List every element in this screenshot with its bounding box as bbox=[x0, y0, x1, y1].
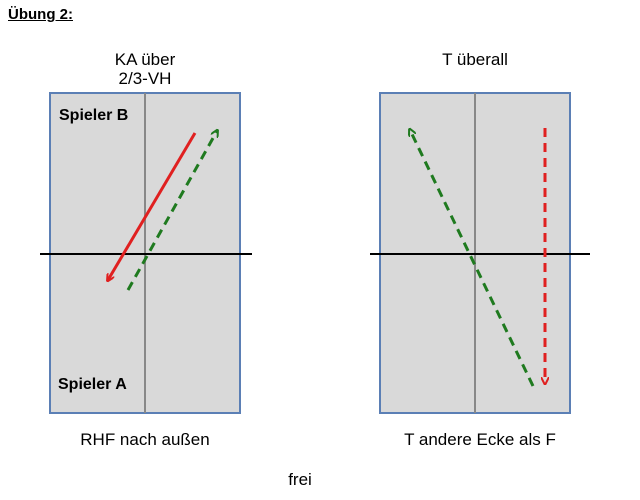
left-title-line1: KA über bbox=[114, 50, 176, 69]
exercise-heading: Übung 2: bbox=[8, 6, 73, 23]
left-table bbox=[40, 92, 252, 414]
left-panel-title: KA über 2/3-VH bbox=[95, 50, 195, 88]
left-title-line2: 2/3-VH bbox=[118, 69, 172, 88]
right-panel-caption: T andere Ecke als F bbox=[404, 430, 556, 449]
player-b-label: Spieler B bbox=[59, 107, 129, 124]
left-panel-caption: RHF nach außen bbox=[80, 430, 210, 449]
right-panel-title: T überall bbox=[442, 50, 508, 69]
left-dashed-green-arrow bbox=[126, 131, 217, 291]
right-dashed-green-arrow bbox=[410, 130, 535, 387]
left-solid-red-arrow bbox=[108, 132, 197, 280]
player-a-label: Spieler A bbox=[58, 376, 127, 393]
footer-text: frei bbox=[288, 470, 312, 489]
right-table bbox=[370, 92, 590, 414]
